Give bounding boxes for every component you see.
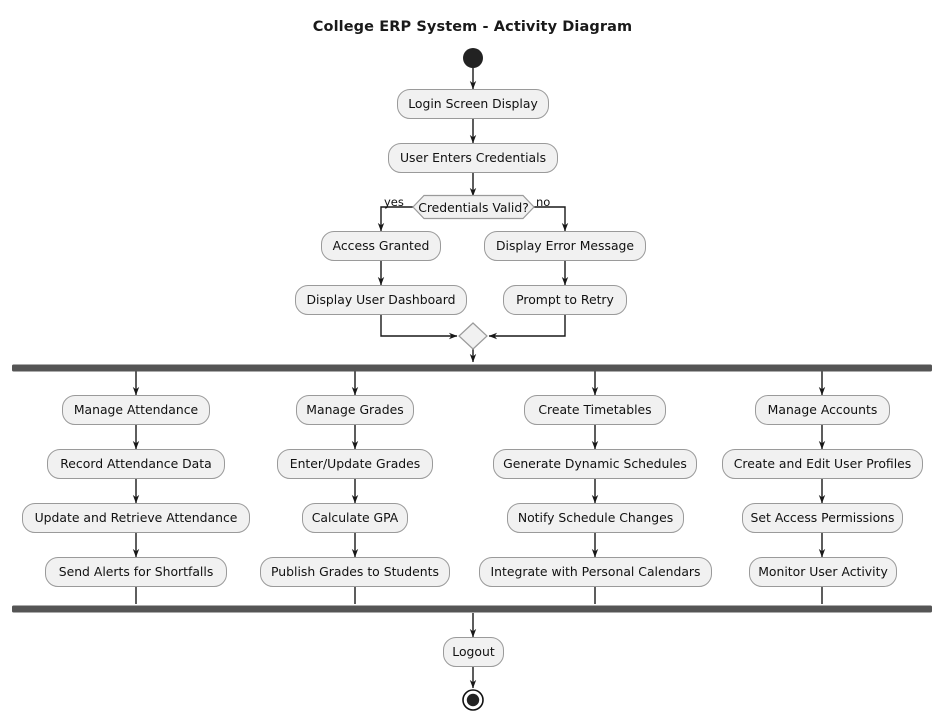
node-manage-accounts[interactable]: Manage Accounts [755,395,890,425]
node-update-and-retrieve-attendance[interactable]: Update and Retrieve Attendance [22,503,250,533]
node-send-alerts-for-shortfalls[interactable]: Send Alerts for Shortfalls [45,557,227,587]
node-access-granted[interactable]: Access Granted [321,231,441,261]
fork-bar [12,364,932,372]
merge-node [458,322,488,350]
node-display-error-message[interactable]: Display Error Message [484,231,646,261]
node-display-user-dashboard[interactable]: Display User Dashboard [295,285,467,315]
node-create-timetables[interactable]: Create Timetables [524,395,666,425]
node-calculate-gpa[interactable]: Calculate GPA [302,503,408,533]
node-prompt-to-retry[interactable]: Prompt to Retry [503,285,627,315]
edge-yes-branch [377,206,414,232]
node-generate-dynamic-schedules[interactable]: Generate Dynamic Schedules [493,449,697,479]
join-bar [12,605,932,613]
edge-no-branch [532,206,569,232]
node-manage-attendance[interactable]: Manage Attendance [62,395,210,425]
node-record-attendance-data[interactable]: Record Attendance Data [47,449,225,479]
node-notify-schedule-changes[interactable]: Notify Schedule Changes [507,503,684,533]
node-integrate-with-personal-calendars[interactable]: Integrate with Personal Calendars [479,557,712,587]
node-enter-update-grades[interactable]: Enter/Update Grades [277,449,433,479]
node-publish-grades-to-students[interactable]: Publish Grades to Students [260,557,450,587]
node-monitor-user-activity[interactable]: Monitor User Activity [749,557,897,587]
edge-dashboard-to-merge [380,315,458,340]
page-title: College ERP System - Activity Diagram [312,19,633,35]
node-create-and-edit-user-profiles[interactable]: Create and Edit User Profiles [722,449,923,479]
node-login-screen-display[interactable]: Login Screen Display [397,89,549,119]
edge-retry-to-merge [488,315,566,340]
initial-node [463,48,483,68]
node-manage-grades[interactable]: Manage Grades [296,395,414,425]
final-node-core [466,693,480,707]
edge-label-no: no [536,195,551,209]
node-logout[interactable]: Logout [443,637,504,667]
edge-label-yes: yes [384,195,404,209]
node-set-access-permissions[interactable]: Set Access Permissions [742,503,903,533]
node-user-enters-credentials[interactable]: User Enters Credentials [388,143,558,173]
credentials-valid-decision [412,194,535,220]
